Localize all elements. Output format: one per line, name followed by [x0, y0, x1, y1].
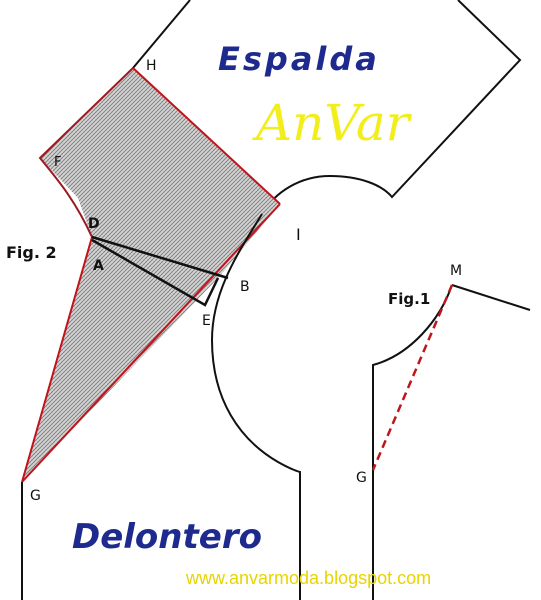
- fig2-label: Fig. 2: [6, 243, 57, 262]
- label-h: H: [146, 58, 157, 74]
- fig1-label: Fig.1: [388, 290, 430, 308]
- back-piece-outline: [132, 0, 522, 215]
- center-edge-red: [21, 236, 93, 483]
- label-g-fig1: G: [356, 470, 367, 486]
- brand-watermark: AnVar: [252, 94, 413, 152]
- shoulder-seam-red: [132, 67, 281, 205]
- website-url: www.anvarmoda.blogspot.com: [185, 568, 431, 588]
- label-e: E: [202, 313, 211, 329]
- label-a: A: [93, 258, 104, 274]
- back-title: Espalda: [218, 40, 380, 78]
- label-d: D: [88, 216, 100, 232]
- label-i: I: [296, 225, 301, 244]
- armhole-curve: [210, 213, 301, 600]
- dart-lines: [91, 235, 229, 307]
- fig1-outline: [372, 284, 531, 600]
- label-g-main: G: [30, 488, 41, 504]
- label-f: F: [54, 155, 61, 170]
- shoulder-outline: [38, 67, 134, 238]
- fig1-dashed-line: [371, 284, 454, 471]
- shoulder-shaded-area: [40, 68, 280, 278]
- front-shaded-wedge: [22, 237, 218, 482]
- label-b: B: [240, 279, 250, 295]
- front-edge-red: [21, 203, 281, 483]
- label-m: M: [450, 263, 462, 279]
- front-title: Delontero: [72, 517, 262, 557]
